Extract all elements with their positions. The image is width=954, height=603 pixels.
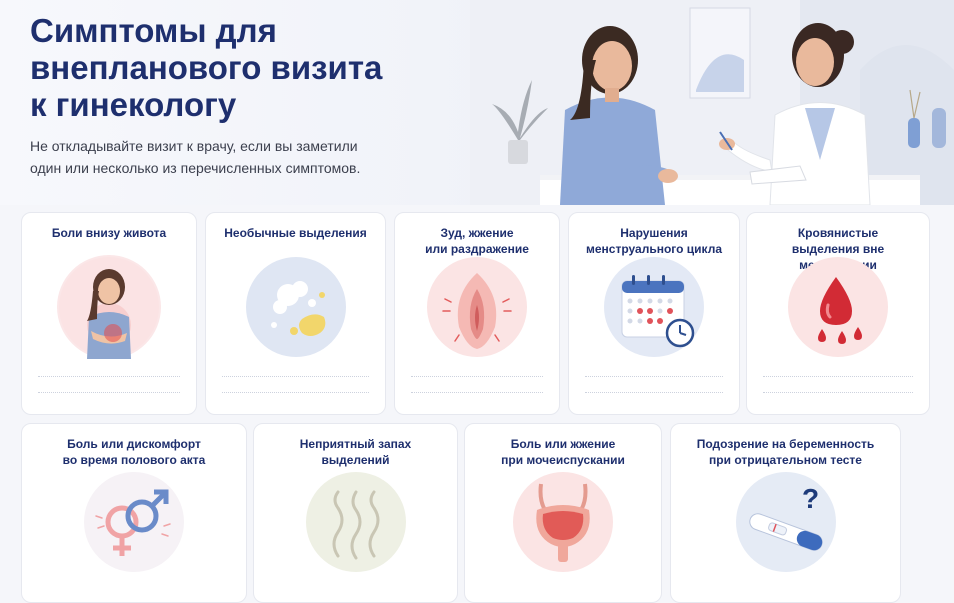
card-title-line: или раздражение (425, 242, 529, 256)
blank-line (763, 392, 913, 393)
card-title: Подозрение на беременность при отрицател… (677, 436, 894, 468)
card-title-line: Нарушения (620, 226, 688, 240)
card-title-line: Кровянистые (797, 226, 879, 240)
symptom-card: Подозрение на беременность при отрицател… (670, 423, 901, 603)
doctor-figure (719, 23, 871, 205)
page-title: Симптомы для внепланового визита к гинек… (30, 12, 450, 123)
title-line: внепланового визита (30, 49, 383, 86)
blank-line (38, 392, 180, 393)
patient-figure (560, 26, 678, 205)
blank-line (585, 392, 723, 393)
card-title-line: Подозрение на беременность (696, 437, 875, 451)
card-title: Боли внизу живота (28, 225, 190, 241)
calendar-clock-icon (602, 255, 706, 359)
page-subtitle: Не откладывайте визит к врачу, если вы з… (30, 135, 430, 179)
symptom-card: Необычные выделения (205, 212, 386, 415)
doctor-consultation-illustration (470, 0, 954, 205)
card-title-line: выделений (321, 453, 390, 467)
card-title-line: менструального цикла (586, 242, 722, 256)
symptom-card: Зуд, жжение или раздражение (394, 212, 560, 415)
blank-line (585, 376, 723, 377)
card-title-line: Боли внизу живота (51, 226, 167, 240)
gender-symbols-icon (82, 470, 186, 574)
svg-text:?: ? (802, 483, 819, 514)
card-title: Боль или жжение при мочеиспускании (471, 436, 655, 468)
card-title: Нарушения менструального цикла (575, 225, 733, 257)
symptom-card: Боль или дискомфорт во время полового ак… (21, 423, 247, 603)
blank-line (411, 376, 543, 377)
card-title-line: Боль или жжение (510, 437, 616, 451)
card-title-line: во время полового акта (62, 453, 206, 467)
symptom-card: Боли внизу живота (21, 212, 197, 415)
card-title-line: Неприятный запах (299, 437, 412, 451)
symptom-card: Боль или жжение при мочеиспускании (464, 423, 662, 603)
card-title-line: Необычные выделения (224, 226, 367, 240)
blank-line (38, 376, 180, 377)
plant-icon (492, 80, 548, 164)
title-line: Симптомы для (30, 12, 277, 49)
card-title: Боль или дискомфорт во время полового ак… (28, 436, 240, 468)
card-title-line: Боль или дискомфорт (67, 437, 201, 451)
card-title-line: при мочеиспускании (501, 453, 625, 467)
title-line: к гинекологу (30, 86, 237, 123)
itch-icon (425, 255, 529, 359)
pregnancy-test-icon: ? (734, 470, 838, 574)
discharge-icon (244, 255, 348, 359)
symptom-card: Кровянистые выделения вне менструации (746, 212, 930, 415)
card-title: Зуд, жжение или раздражение (401, 225, 553, 257)
card-title: Необычные выделения (212, 225, 379, 241)
subtitle-line: Не откладывайте визит к врачу, если вы з… (30, 138, 358, 154)
blank-line (763, 376, 913, 377)
blank-line (411, 392, 543, 393)
card-title-line: при отрицательном тесте (709, 453, 862, 467)
blank-line (222, 376, 369, 377)
abdominal-pain-icon (57, 255, 161, 359)
hero-banner: Симптомы для внепланового визита к гинек… (0, 0, 954, 205)
subtitle-line: один или несколько из перечисленных симп… (30, 160, 361, 176)
odor-icon (304, 470, 408, 574)
card-title: Неприятный запах выделений (260, 436, 451, 468)
blank-line (222, 392, 369, 393)
blood-drop-icon (786, 255, 890, 359)
bladder-icon (511, 470, 615, 574)
card-title-line: Зуд, жжение (440, 226, 514, 240)
symptom-card: Неприятный запах выделений (253, 423, 458, 603)
symptom-card: Нарушения менструального цикла (568, 212, 740, 415)
